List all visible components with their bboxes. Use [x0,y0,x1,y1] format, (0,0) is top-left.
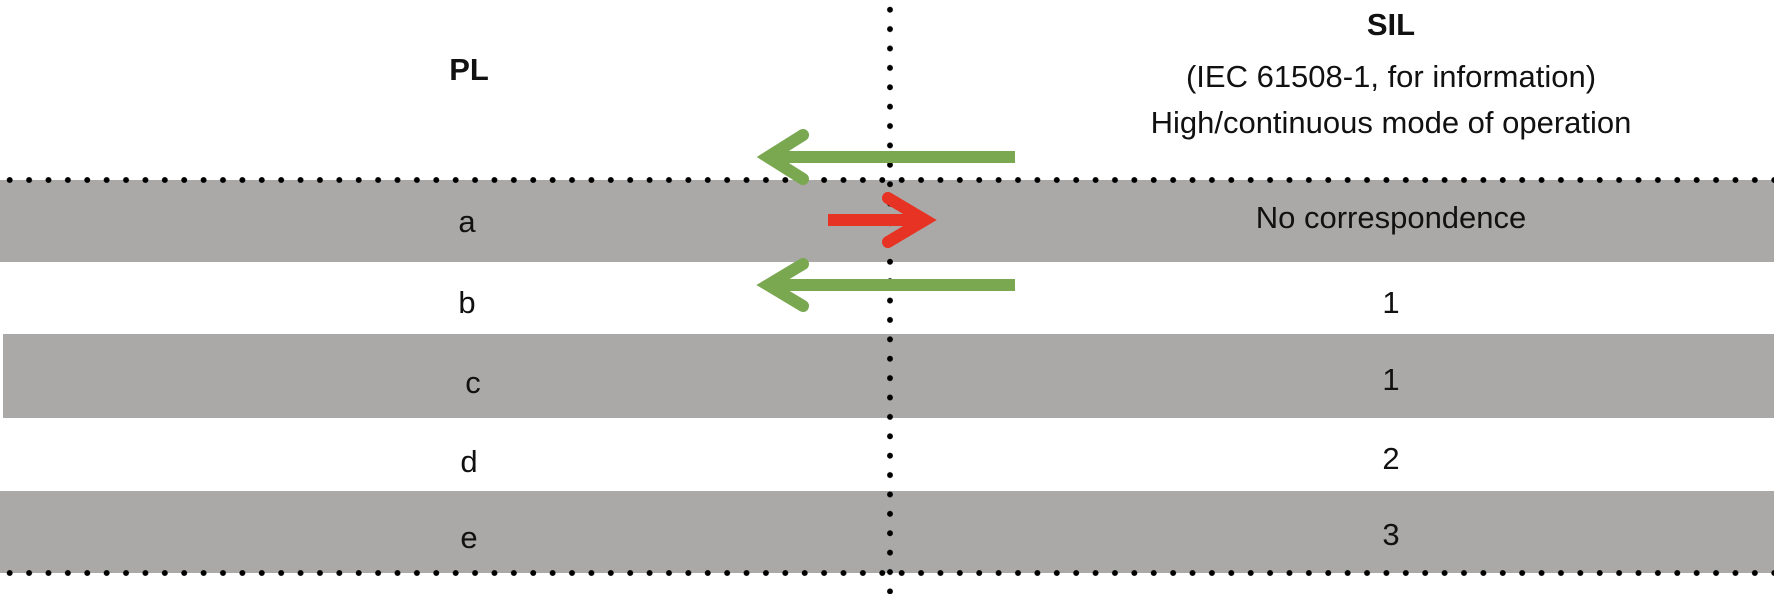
green-arrow-left-icon [756,258,1015,312]
pl-cell-e: e [460,520,478,555]
column-divider [887,0,893,594]
sil-cell-d: 2 [1382,441,1400,476]
sil-cell-b: 1 [1382,285,1400,320]
pl-cell-b: b [458,285,476,320]
sil-mode: High/continuous mode of operation [1150,105,1632,140]
sil-cell-a: No correspondence [1255,200,1527,235]
sil-cell-e: 3 [1382,517,1400,552]
red-arrow-right-icon [828,192,937,248]
pl-cell-c: c [465,365,481,400]
pl-cell-a: a [458,204,476,239]
pl-cell-d: d [460,444,478,479]
pl-header: PL [449,52,489,87]
sil-subtitle: (IEC 61508-1, for information) [1185,59,1597,94]
green-arrow-left-icon [756,129,1015,185]
sil-cell-c: 1 [1382,362,1400,397]
sil-header: SIL [1366,7,1416,42]
